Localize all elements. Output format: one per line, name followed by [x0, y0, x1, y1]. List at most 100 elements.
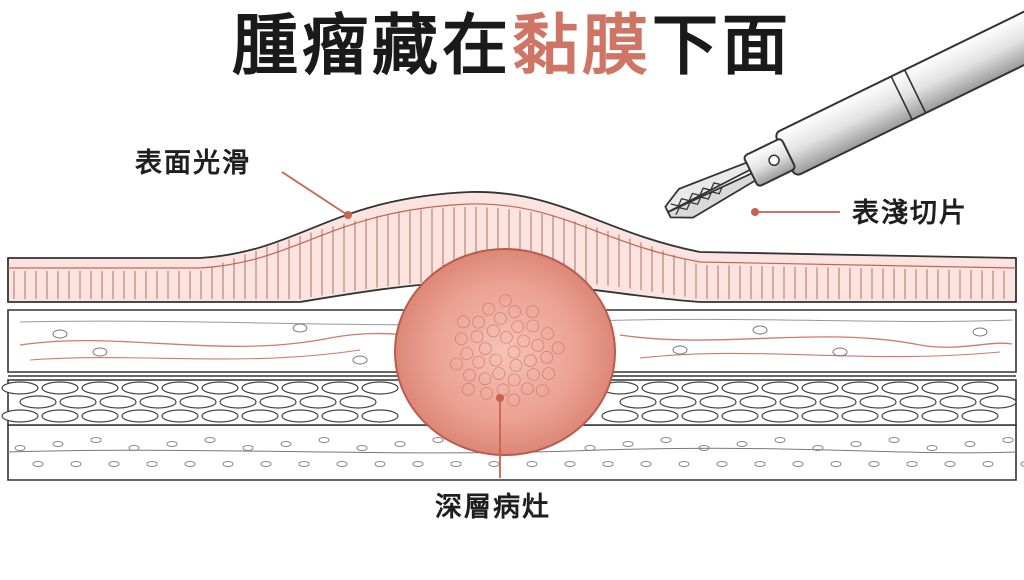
fiber-cell — [972, 327, 988, 337]
tumor-texture-mark — [472, 315, 486, 329]
cell — [899, 395, 937, 409]
tumor-texture-mark — [492, 367, 506, 381]
tumor-texture-mark — [486, 324, 500, 338]
deep-cell — [242, 445, 254, 451]
deep-cell — [584, 445, 596, 451]
deep-cell — [774, 437, 786, 443]
deep-cell — [698, 445, 710, 451]
deep-cell — [812, 445, 824, 451]
deep-cell — [660, 437, 672, 443]
tumor-texture-mark — [540, 350, 554, 364]
cell — [601, 409, 639, 423]
tumor-texture-mark — [457, 315, 470, 329]
tumor-texture-mark — [489, 353, 503, 367]
tumor-texture-mark — [526, 319, 540, 333]
deep-cell — [280, 441, 292, 447]
cell — [1, 381, 39, 395]
cell — [659, 395, 697, 409]
deep-cell — [356, 445, 368, 451]
tumor-texture-mark — [508, 305, 522, 319]
deep-cell — [450, 461, 462, 467]
cell — [801, 381, 839, 395]
cell — [321, 381, 359, 395]
deep-cell — [318, 437, 330, 443]
cell — [81, 381, 119, 395]
tumor-texture-mark — [478, 372, 492, 386]
tumor-texture-mark — [535, 384, 549, 398]
deep-cell — [222, 461, 234, 467]
tumor-texture-mark — [461, 382, 475, 396]
tumor-texture-mark — [507, 373, 521, 387]
deep-cell — [32, 461, 44, 467]
tumor-texture-mark — [551, 341, 565, 355]
deep-cell — [184, 461, 196, 467]
cell — [681, 381, 719, 395]
cell — [819, 395, 857, 409]
cell — [921, 409, 959, 423]
deep-cell — [260, 461, 272, 467]
cell — [641, 381, 679, 395]
label-superficial-biopsy: 表淺切片 — [852, 198, 968, 229]
deep-cell — [716, 461, 728, 467]
deep-cell — [70, 461, 82, 467]
deep-cell — [374, 461, 386, 467]
tumor-texture-mark — [493, 311, 507, 325]
cell — [721, 409, 759, 423]
tumor-texture-mark — [450, 357, 463, 371]
title-accent: 黏膜 — [512, 7, 652, 84]
fiber-cell — [52, 329, 68, 339]
cell — [241, 409, 279, 423]
cell — [161, 381, 199, 395]
deep-cell — [792, 461, 804, 467]
tumor-texture-mark — [542, 367, 555, 381]
cell — [761, 381, 799, 395]
deep-cell — [412, 461, 424, 467]
leader-lines — [281, 171, 840, 478]
cell — [19, 395, 57, 409]
cell — [139, 395, 177, 409]
deep-cell — [982, 461, 994, 467]
deep-cell — [944, 461, 956, 467]
deep-cell — [394, 441, 406, 447]
cell — [859, 395, 897, 409]
cell — [921, 381, 959, 395]
cell — [841, 409, 879, 423]
tumor-texture-mark — [470, 330, 484, 344]
deep-cell — [850, 441, 862, 447]
cell — [321, 409, 359, 423]
tumor-texture-mark — [480, 386, 494, 400]
biopsy-forceps-icon — [664, 0, 1024, 219]
cell — [881, 381, 919, 395]
cell — [841, 381, 879, 395]
tumor-texture-mark — [507, 393, 521, 407]
page-title: 腫瘤藏在黏膜下面 — [0, 6, 1024, 86]
fiber-cell — [92, 347, 108, 357]
tumor-texture-mark — [527, 368, 540, 381]
cell — [881, 409, 919, 423]
deep-cell — [868, 461, 880, 467]
title-part-1: 腫瘤藏在 — [232, 7, 512, 84]
deep-cell — [888, 437, 900, 443]
deep-cell — [736, 441, 748, 447]
cell — [241, 381, 279, 395]
tumor-texture-mark — [509, 358, 523, 372]
cell — [939, 395, 977, 409]
deep-cell — [926, 445, 938, 451]
deep-cell — [1020, 461, 1024, 467]
cell — [81, 409, 119, 423]
fiber-cell — [292, 323, 308, 333]
fiber-cell — [672, 345, 688, 355]
deep-cell — [622, 441, 634, 447]
fiber-cell — [752, 325, 768, 335]
tumor-texture-mark — [463, 368, 477, 382]
cell — [361, 381, 399, 395]
fiber-cell — [352, 355, 368, 365]
cell — [681, 409, 719, 423]
deep-cell — [1002, 437, 1014, 443]
tumor-texture-mark — [482, 302, 496, 316]
cell — [259, 395, 297, 409]
cell — [1, 409, 39, 423]
tumor-texture-mark — [524, 354, 537, 368]
